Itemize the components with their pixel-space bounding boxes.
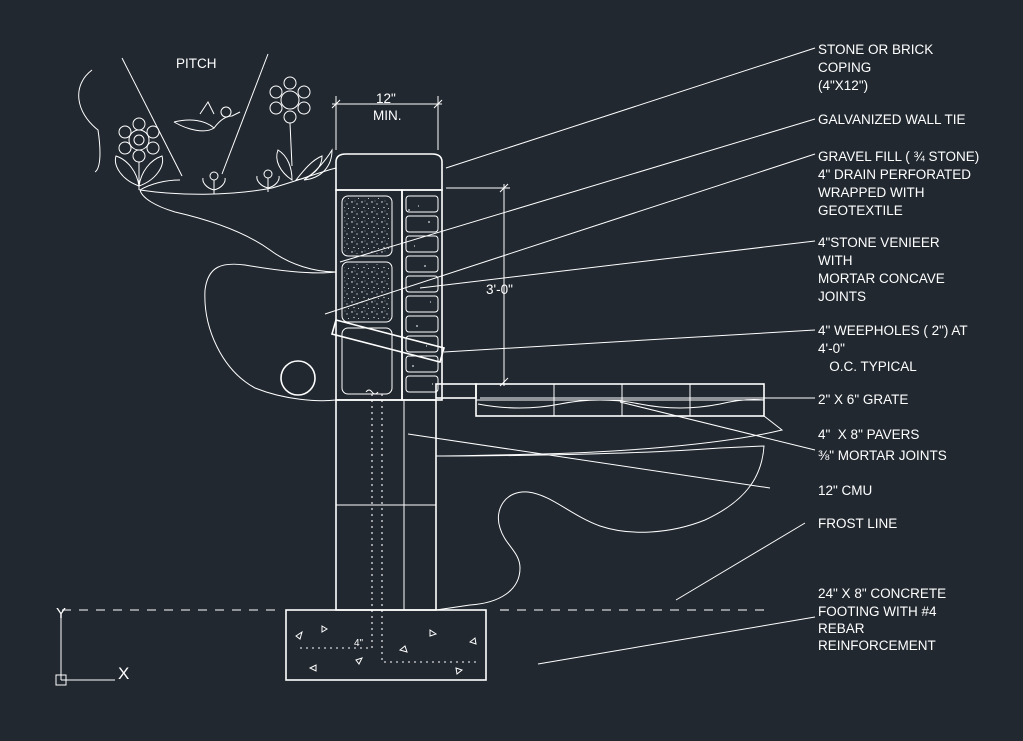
pitch-line-right — [221, 53, 269, 175]
left-soil-outline — [78, 69, 101, 173]
callout-footing: 24" X 8" CONCRETE FOOTING WITH #4 REBAR … — [818, 586, 946, 653]
callout-line: FROST LINE — [818, 516, 897, 531]
callout-frost-line: FROST LINE — [818, 516, 897, 531]
callout-stone-veneer: 4"STONE VENIEER WITH MORTAR CONCAVE JOIN… — [818, 235, 945, 304]
rebar-hook — [365, 389, 379, 395]
callout-grate: 2" X 6" GRATE — [818, 392, 908, 407]
callout-line: FOOTING WITH #4 — [818, 604, 937, 619]
callout-line: GRAVEL FILL ( ¾ STONE) — [818, 149, 979, 164]
veneer-units — [405, 195, 439, 393]
compacted-base — [435, 445, 765, 611]
retained-soil-with-planting: PITCH — [78, 53, 337, 273]
callout-line: 24" X 8" CONCRETE — [818, 586, 946, 601]
grout-fill — [344, 198, 390, 254]
callout-line: 12" CMU — [818, 483, 872, 498]
coping — [335, 153, 443, 191]
concrete-footing — [285, 609, 487, 681]
flower-icon — [114, 117, 164, 190]
planter-edge — [139, 179, 181, 191]
stone-veneer — [401, 189, 443, 401]
callout-line: JOINTS — [818, 289, 866, 304]
callout-line: WRAPPED WITH — [818, 185, 925, 200]
ucs-y-label: Y — [56, 605, 66, 622]
paver-joints — [476, 384, 764, 416]
callout-cmu: 12" CMU — [818, 483, 872, 498]
callout-line: 4" WEEPHOLES ( 2") AT — [818, 323, 968, 338]
callout-line: GALVANIZED WALL TIE — [818, 112, 966, 127]
callout-line: 4" DRAIN PERFORATED — [818, 167, 971, 182]
leader-lines — [324, 47, 816, 665]
paver-fill — [477, 399, 765, 409]
ucs-axis-icon: Y X — [55, 605, 129, 686]
callout-line: 4" X 8" PAVERS — [818, 427, 919, 442]
callout-weepholes: 4" WEEPHOLES ( 2") AT 4'-0" O.C. TYPICAL — [818, 323, 968, 374]
callout-coping: STONE OR BRICK COPING (4"X12") — [818, 42, 933, 93]
callout-line: 4"STONE VENIEER — [818, 235, 940, 250]
bird-icon — [173, 101, 241, 132]
callout-line: (4"X12") — [818, 78, 868, 93]
callout-line: 4'-0" — [818, 341, 845, 356]
callout-line: REBAR — [818, 621, 865, 636]
callout-line: REINFORCEMENT — [818, 638, 936, 653]
dim-min-value: 12" — [376, 91, 396, 106]
dim-height: 3'-0" — [486, 282, 513, 297]
small-flower-icon — [202, 169, 280, 194]
callout-line: STONE OR BRICK — [818, 42, 933, 57]
ucs-x-label: X — [118, 664, 129, 683]
retaining-wall — [300, 153, 478, 663]
weephole-pipe — [331, 319, 445, 363]
callout-line: COPING — [818, 60, 871, 75]
pitch-line-left — [121, 57, 183, 177]
pitch-label: PITCH — [176, 56, 217, 71]
front-paving — [435, 383, 784, 611]
callout-line: GEOTEXTILE — [818, 203, 903, 218]
dimension-3-0: 3'-0" — [446, 183, 513, 387]
rebar-vertical — [381, 394, 478, 663]
callout-wall-tie: GALVANIZED WALL TIE — [818, 112, 966, 127]
callout-line: 2" X 6" GRATE — [818, 392, 908, 407]
callout-pavers: 4" X 8" PAVERS ⅜" MORTAR JOINTS — [818, 427, 947, 463]
cmu-cell — [341, 195, 393, 257]
flower-icon — [269, 76, 333, 181]
callout-line: ⅜" MORTAR JOINTS — [818, 448, 947, 463]
footing-callout: 4" — [354, 638, 364, 649]
callout-line: O.C. TYPICAL — [818, 359, 917, 374]
callout-gravel-fill: GRAVEL FILL ( ¾ STONE) 4" DRAIN PERFORAT… — [818, 149, 979, 218]
callout-line: MORTAR CONCAVE — [818, 271, 945, 286]
drain-pipe — [280, 360, 316, 396]
grout-fill — [344, 264, 390, 320]
callout-line: WITH — [818, 253, 853, 268]
dim-min-note: MIN. — [373, 108, 402, 123]
aggregate-marks — [295, 625, 477, 675]
gravel-fill-zone — [204, 263, 337, 402]
rebar-vertical — [300, 394, 373, 649]
soil-bed — [139, 167, 337, 273]
dimension-12-min: 12" MIN. — [331, 91, 443, 150]
